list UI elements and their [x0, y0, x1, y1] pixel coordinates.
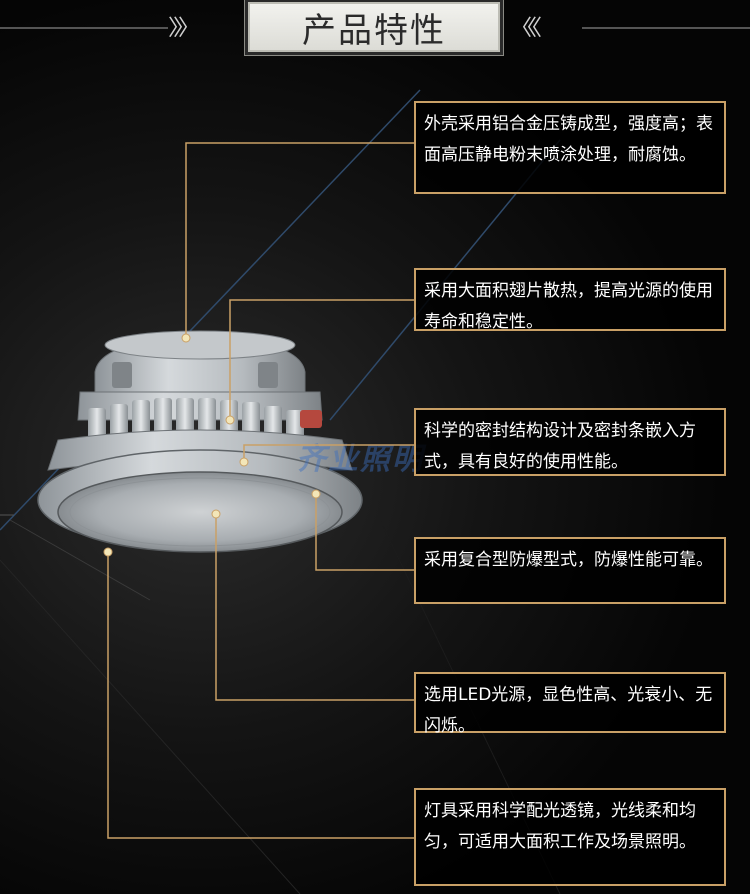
title-line-right	[582, 27, 750, 29]
page-title: 产品特性	[302, 10, 446, 51]
watermark-logo: 齐业照明	[296, 442, 424, 477]
feature-box-lens: 灯具采用科学配光透镜，光线柔和均匀，可适用大面积工作及场景照明。	[414, 788, 726, 886]
feature-text-explosion-proof: 采用复合型防爆型式，防爆性能可靠。	[424, 550, 713, 570]
feature-box-heat-dissipation: 采用大面积翅片散热，提高光源的使用寿命和稳定性。	[414, 268, 726, 332]
feature-box-housing: 外壳采用铝合金压铸成型，强度高；表面高压静电粉末喷涂处理，耐腐蚀。	[414, 101, 726, 194]
title-box: 产品特性	[248, 2, 500, 52]
title-line-left	[0, 27, 168, 29]
feature-text-lens: 灯具采用科学配光透镜，光线柔和均匀，可适用大面积工作及场景照明。	[424, 801, 696, 852]
feature-text-heat-dissipation: 采用大面积翅片散热，提高光源的使用寿命和稳定性。	[424, 281, 713, 332]
feature-text-sealing: 科学的密封结构设计及密封条嵌入方式，具有良好的使用性能。	[424, 421, 696, 472]
feature-box-led-source: 选用LED光源，显色性高、光衰小、无闪烁。	[414, 672, 726, 736]
feature-text-housing: 外壳采用铝合金压铸成型，强度高；表面高压静电粉末喷涂处理，耐腐蚀。	[424, 114, 713, 165]
feature-box-explosion-proof: 采用复合型防爆型式，防爆性能可靠。	[414, 537, 726, 604]
feature-box-sealing: 科学的密封结构设计及密封条嵌入方式，具有良好的使用性能。	[414, 408, 726, 476]
title-banner: 〉〉〉 产品特性 〈〈〈	[0, 0, 750, 58]
feature-text-led-source: 选用LED光源，显色性高、光衰小、无闪烁。	[424, 685, 713, 736]
